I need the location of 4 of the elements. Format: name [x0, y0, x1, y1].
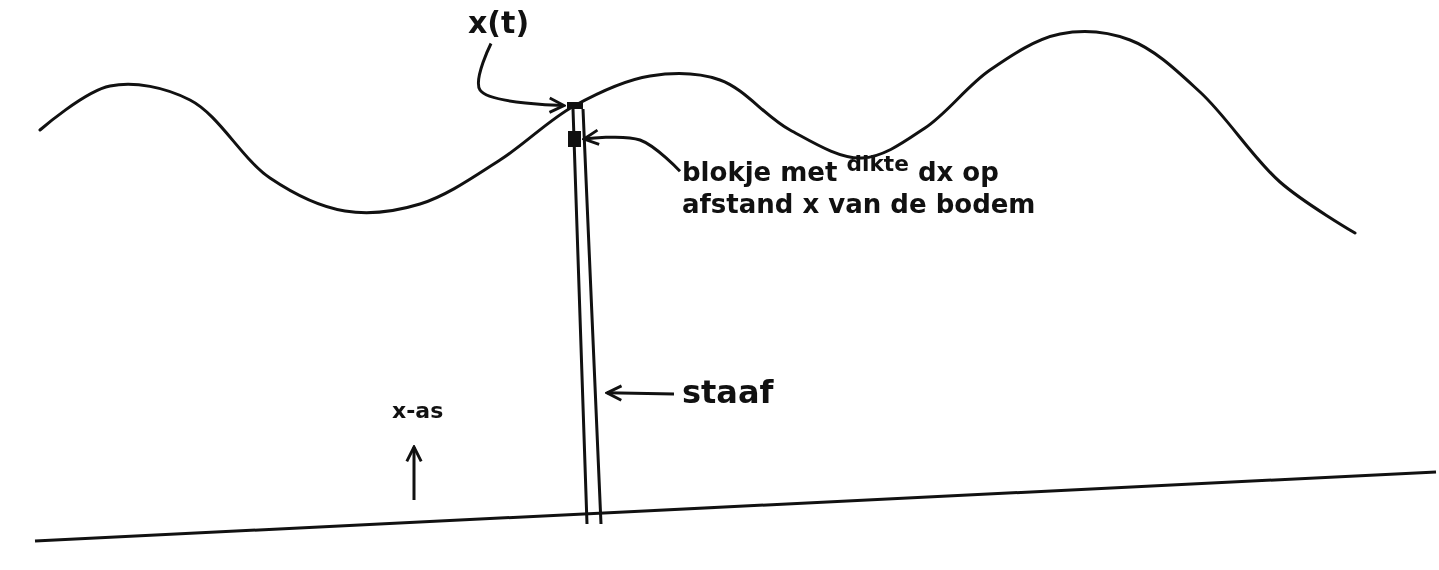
annotation-text: blokje met $^{dikte}$ dx op afstand x van de bodem	[682, 150, 1037, 221]
callout-label: x(t)	[468, 4, 531, 42]
callout-label: staaf	[682, 372, 775, 412]
axis-label: x-as	[392, 398, 444, 423]
